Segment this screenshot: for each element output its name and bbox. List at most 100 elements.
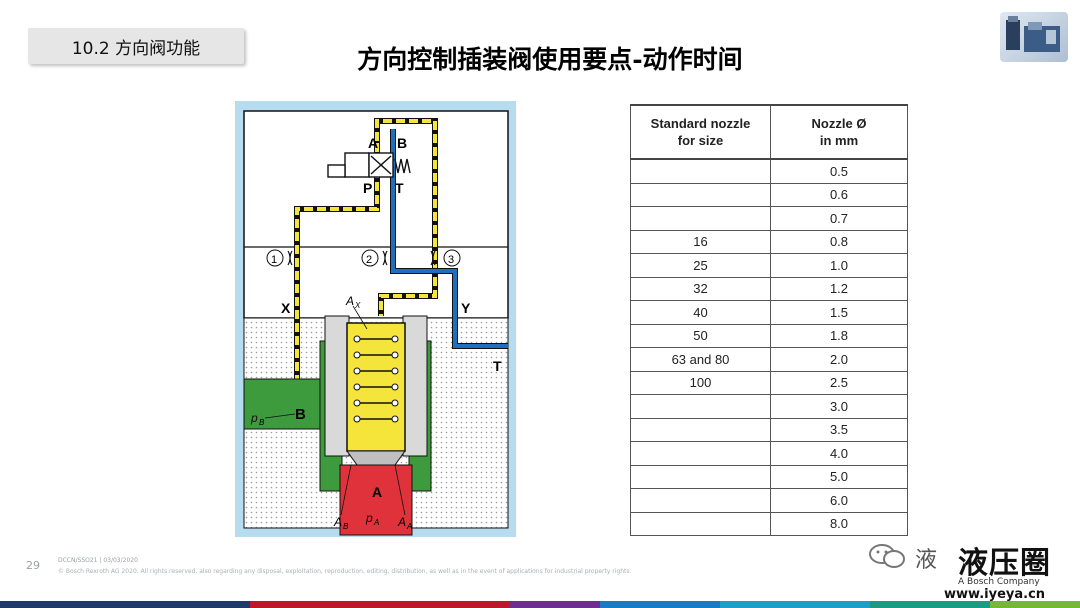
color-bar-segment	[510, 601, 600, 608]
cell-standard-size: 40	[630, 300, 771, 325]
color-bar-segment	[870, 601, 990, 608]
cell-standard-size: 63 and 80	[630, 347, 771, 372]
site-url: www.iyeya.cn	[944, 587, 1046, 602]
cell-nozzle-diameter: 3.5	[770, 418, 908, 442]
bosch-company-label: A Bosch Company	[958, 577, 1040, 587]
footer-copyright: © Bosch Rexroth AG 2020. All rights rese…	[58, 568, 632, 575]
cell-nozzle-diameter: 8.0	[770, 512, 908, 536]
tank-line-blue	[391, 129, 508, 348]
slide-title: 方向控制插装阀使用要点-动作时间	[357, 45, 743, 74]
watermark-logo-text: 液压圈	[958, 546, 1051, 581]
label-port-a-top: A	[368, 135, 378, 151]
label-area-ax: A	[345, 294, 354, 308]
label-pressure-pb: p	[250, 411, 258, 425]
nozzle-table-container: Standard nozzle for size Nozzle Ø in mm …	[630, 104, 908, 536]
cartridge-valve-diagram: A B P T 1 2 3 X Y T	[235, 101, 516, 537]
diagram-svg: A B P T 1 2 3 X Y T	[235, 101, 516, 537]
cell-standard-size	[630, 394, 771, 419]
nozzle-table: Standard nozzle for size Nozzle Ø in mm …	[630, 104, 908, 536]
table-header-row: Standard nozzle for size Nozzle Ø in mm	[630, 104, 908, 160]
cell-nozzle-diameter: 1.0	[770, 253, 908, 278]
table-row: 6.0	[630, 488, 908, 513]
cell-standard-size: 16	[630, 230, 771, 254]
orifice-1-label: 1	[271, 254, 277, 266]
cell-standard-size	[630, 159, 771, 184]
product-thumbnail	[1000, 12, 1068, 62]
cell-nozzle-diameter: 3.0	[770, 394, 908, 419]
label-area-ab: A	[333, 515, 342, 529]
footer-department: DCCN/SSO21 | 03/03/2020	[58, 557, 138, 564]
cell-standard-size	[630, 183, 771, 207]
label-pressure-pb-sub: B	[259, 418, 265, 427]
section-tag: 10.2 方向阀功能	[28, 28, 244, 64]
label-port-t-right: T	[493, 358, 502, 374]
orifice-2-marker	[361, 249, 379, 267]
label-port-b-top: B	[397, 135, 407, 151]
cell-nozzle-diameter: 0.7	[770, 206, 908, 231]
label-port-a-main: A	[372, 484, 382, 500]
table-row: 0.5	[630, 159, 908, 184]
table-row: 4.0	[630, 441, 908, 466]
color-bar-segment	[0, 601, 250, 608]
column-header-size: Standard nozzle for size	[630, 104, 771, 160]
column-header-nozzle: Nozzle Ø in mm	[770, 104, 908, 160]
wechat-icon	[868, 542, 908, 570]
spring-coils	[355, 338, 397, 420]
cell-standard-size	[630, 512, 771, 536]
cell-standard-size	[630, 206, 771, 231]
pilot-valve-symbol	[327, 152, 411, 178]
label-pressure-pa: p	[365, 511, 373, 525]
label-pressure-pa-sub: A	[373, 518, 379, 527]
label-area-aa-sub: A	[406, 522, 412, 531]
cell-standard-size: 32	[630, 277, 771, 301]
table-row: 8.0	[630, 512, 908, 536]
label-area-ab-sub: B	[343, 522, 349, 531]
cell-standard-size	[630, 488, 771, 513]
cell-standard-size: 100	[630, 371, 771, 395]
cell-nozzle-diameter: 1.5	[770, 300, 908, 325]
cell-nozzle-diameter: 4.0	[770, 441, 908, 466]
label-port-p: P	[363, 180, 372, 196]
table-row: 0.7	[630, 206, 908, 231]
label-area-ax-sub: X	[354, 301, 361, 310]
cell-standard-size: 25	[630, 253, 771, 278]
brand-color-bar	[0, 601, 1080, 608]
orifice-1-marker	[266, 249, 284, 267]
cell-nozzle-diameter: 6.0	[770, 488, 908, 513]
color-bar-segment	[600, 601, 720, 608]
orifice-3-label: 3	[448, 254, 454, 266]
cell-standard-size	[630, 465, 771, 489]
orifice-2-label: 2	[366, 254, 372, 266]
label-port-x: X	[281, 300, 291, 316]
cell-nozzle-diameter: 1.2	[770, 277, 908, 301]
label-port-y: Y	[461, 300, 471, 316]
cell-nozzle-diameter: 1.8	[770, 324, 908, 348]
orifice-3-marker	[443, 249, 461, 267]
color-bar-segment	[990, 601, 1080, 608]
cell-standard-size	[630, 441, 771, 466]
cell-nozzle-diameter: 2.5	[770, 371, 908, 395]
cell-nozzle-diameter: 2.0	[770, 347, 908, 372]
cell-nozzle-diameter: 0.8	[770, 230, 908, 254]
color-bar-segment	[720, 601, 870, 608]
page-number: 29	[26, 559, 40, 572]
watermark-wechat-text: 液	[915, 548, 938, 573]
cell-standard-size: 50	[630, 324, 771, 348]
port-a-channel	[339, 464, 413, 536]
table-row: 5.0	[630, 465, 908, 489]
cell-standard-size	[630, 418, 771, 442]
label-area-aa: A	[397, 515, 406, 529]
label-port-b-main: B	[295, 406, 306, 423]
label-port-t-valve: T	[395, 180, 404, 196]
cell-nozzle-diameter: 0.6	[770, 183, 908, 207]
table-row: 3.5	[630, 418, 908, 442]
cell-nozzle-diameter: 5.0	[770, 465, 908, 489]
color-bar-segment	[250, 601, 510, 608]
